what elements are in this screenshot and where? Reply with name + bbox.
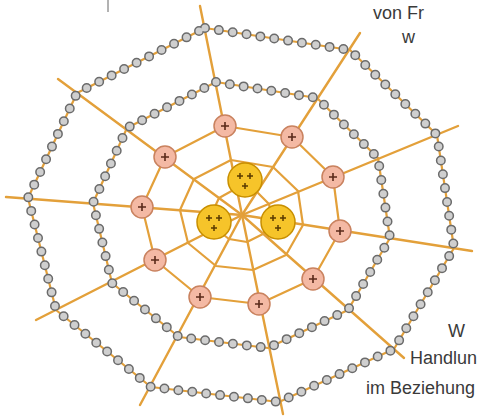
text-fragment: im Beziehung (366, 377, 475, 399)
text-fragment: W (448, 320, 465, 342)
text-fragment: Handlun (410, 347, 477, 369)
text-fragment: w (402, 26, 415, 48)
text-fragment: von Fr (373, 2, 424, 24)
